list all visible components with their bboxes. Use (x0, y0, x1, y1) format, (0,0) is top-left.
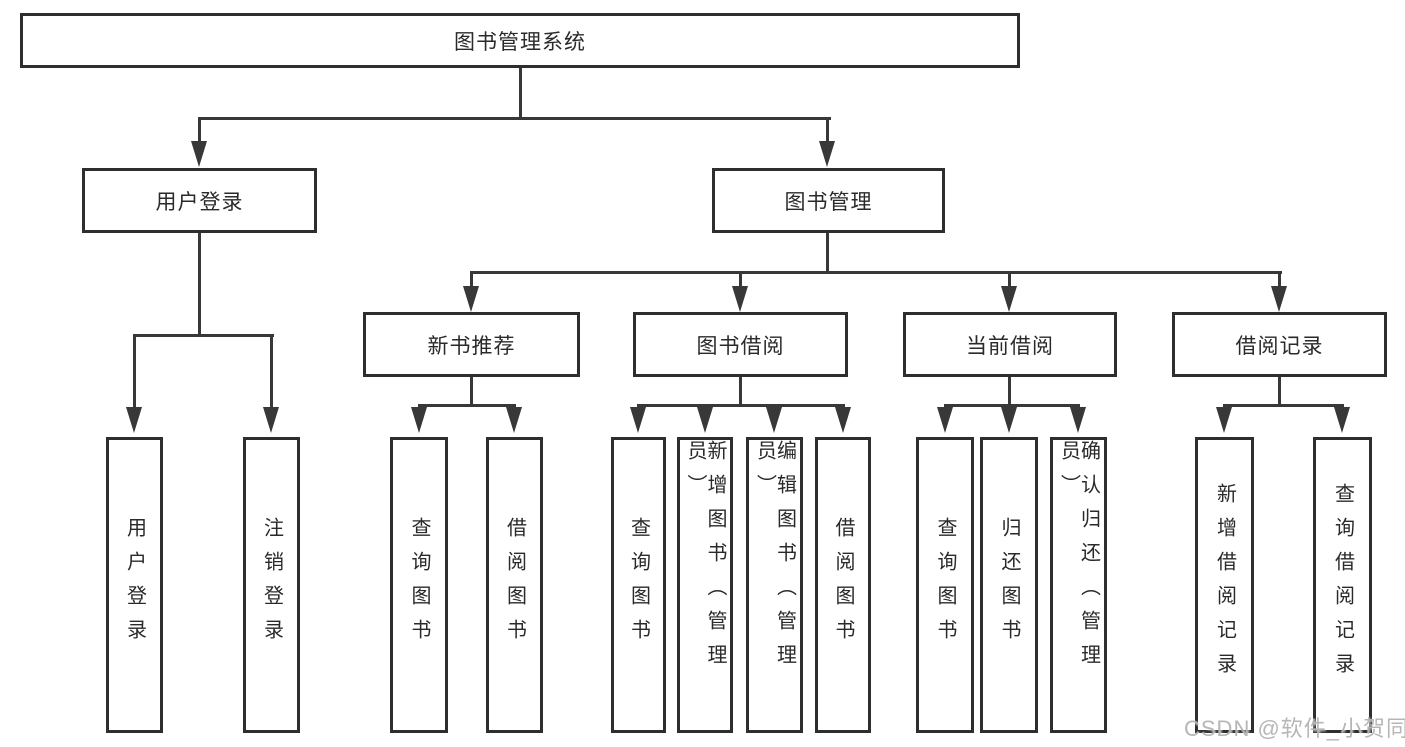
arrowhead-leaf-return-book (1001, 407, 1017, 433)
connector-root-trunk (519, 68, 522, 120)
connector-stem-book-mgmt (826, 119, 829, 144)
node-leaf-return-book-label: 归还图书 (998, 517, 1020, 653)
node-leaf-user-login-label: 用户登录 (123, 517, 146, 653)
csdn-watermark: CSDN @软件_小贺同学 (1184, 716, 1405, 741)
node-leaf-query-book-c: 查询图书 (916, 437, 974, 733)
arrowhead-current-borrow (1001, 286, 1017, 312)
connector-level2-hline (470, 271, 1282, 274)
node-leaf-query-book-c-label: 查询图书 (934, 517, 956, 653)
arrowhead-leaf-query-borrow-record (1334, 407, 1350, 433)
arrowhead-leaf-user-login (126, 407, 142, 433)
connector-stem-leaf-user-login (133, 336, 136, 410)
node-borrow-records: 借阅记录 (1172, 312, 1387, 377)
node-leaf-query-borrow-record-label: 查询借阅记录 (1331, 483, 1354, 687)
connector-stem-book-borrow (739, 273, 742, 289)
connector-book-borrow-hline (637, 404, 845, 407)
arrowhead-book-mgmt (819, 141, 835, 167)
arrowhead-leaf-add-borrow-record (1216, 407, 1232, 433)
connector-book-mgmt-trunk (826, 233, 829, 274)
connector-stem-new-book-rec (470, 273, 473, 289)
node-leaf-borrow-book-b-label: 借阅图书 (832, 517, 854, 653)
node-leaf-add-borrow-record: 新增借阅记录 (1195, 437, 1254, 733)
node-book-borrow: 图书借阅 (633, 312, 848, 377)
node-new-book-rec: 新书推荐 (363, 312, 580, 377)
node-new-book-rec-label: 新书推荐 (427, 334, 516, 358)
node-leaf-logout: 注销登录 (243, 437, 300, 733)
arrowhead-leaf-add-book (697, 407, 713, 433)
node-book-mgmt-label: 图书管理 (784, 190, 873, 214)
arrowhead-leaf-query-book-a (411, 407, 427, 433)
connector-stem-user-login (198, 119, 201, 144)
connector-user-login-trunk (198, 233, 201, 337)
arrowhead-leaf-confirm-return (1070, 407, 1086, 433)
connector-level1-hline (198, 117, 831, 120)
node-current-borrow-label: 当前借阅 (966, 334, 1054, 358)
node-leaf-query-book-b: 查询图书 (611, 437, 666, 733)
connector-borrow-records-trunk (1278, 377, 1281, 407)
connector-stem-current-borrow (1008, 273, 1011, 289)
node-leaf-add-book: 新增图书（管理员） (677, 437, 733, 733)
arrowhead-leaf-logout (263, 407, 279, 433)
arrowhead-leaf-query-book-b (630, 407, 646, 433)
arrowhead-leaf-borrow-book-a (506, 407, 522, 433)
connector-new-book-rec-trunk (470, 377, 473, 407)
connector-borrow-records-hline (1223, 404, 1344, 407)
node-leaf-query-borrow-record: 查询借阅记录 (1313, 437, 1372, 733)
node-leaf-user-login: 用户登录 (106, 437, 163, 733)
node-leaf-query-book-a-label: 查询图书 (408, 517, 430, 653)
connector-new-book-rec-hline (418, 404, 516, 407)
connector-stem-leaf-logout (270, 336, 273, 410)
node-leaf-borrow-book-a-label: 借阅图书 (503, 517, 526, 653)
arrowhead-new-book-rec (463, 286, 479, 312)
node-user-login-label: 用户登录 (155, 190, 244, 214)
node-root-label: 图书管理系统 (454, 30, 586, 54)
node-leaf-query-book-a: 查询图书 (390, 437, 448, 733)
connector-stem-borrow-records (1278, 273, 1281, 289)
connector-book-borrow-trunk (739, 377, 742, 407)
connector-user-login-hline (133, 334, 274, 337)
node-leaf-confirm-return-label: 确认归还（管理员） (1057, 440, 1100, 678)
node-leaf-confirm-return: 确认归还（管理员） (1050, 437, 1107, 733)
node-leaf-query-book-b-label: 查询图书 (627, 517, 650, 653)
node-leaf-borrow-book-a: 借阅图书 (486, 437, 543, 733)
node-leaf-edit-book: 编辑图书（管理员） (746, 437, 803, 733)
node-current-borrow: 当前借阅 (903, 312, 1117, 377)
arrowhead-leaf-borrow-book-b (835, 407, 851, 433)
node-borrow-records-label: 借阅记录 (1235, 334, 1324, 358)
node-user-login: 用户登录 (82, 168, 317, 233)
node-leaf-borrow-book-b: 借阅图书 (815, 437, 871, 733)
node-leaf-edit-book-label: 编辑图书（管理员） (753, 440, 796, 678)
node-book-mgmt: 图书管理 (712, 168, 945, 233)
node-leaf-add-book-label: 新增图书（管理员） (684, 440, 726, 678)
connector-current-borrow-hline (944, 404, 1080, 407)
node-leaf-add-borrow-record-label: 新增借阅记录 (1213, 483, 1236, 687)
arrowhead-borrow-records (1271, 286, 1287, 312)
node-root: 图书管理系统 (20, 13, 1020, 68)
node-book-borrow-label: 图书借阅 (696, 334, 785, 358)
node-leaf-return-book: 归还图书 (980, 437, 1038, 733)
arrowhead-user-login (191, 141, 207, 167)
connector-current-borrow-trunk (1008, 377, 1011, 407)
arrowhead-leaf-edit-book (766, 407, 782, 433)
arrowhead-leaf-query-book-c (937, 407, 953, 433)
arrowhead-book-borrow (732, 286, 748, 312)
node-leaf-logout-label: 注销登录 (260, 517, 283, 653)
